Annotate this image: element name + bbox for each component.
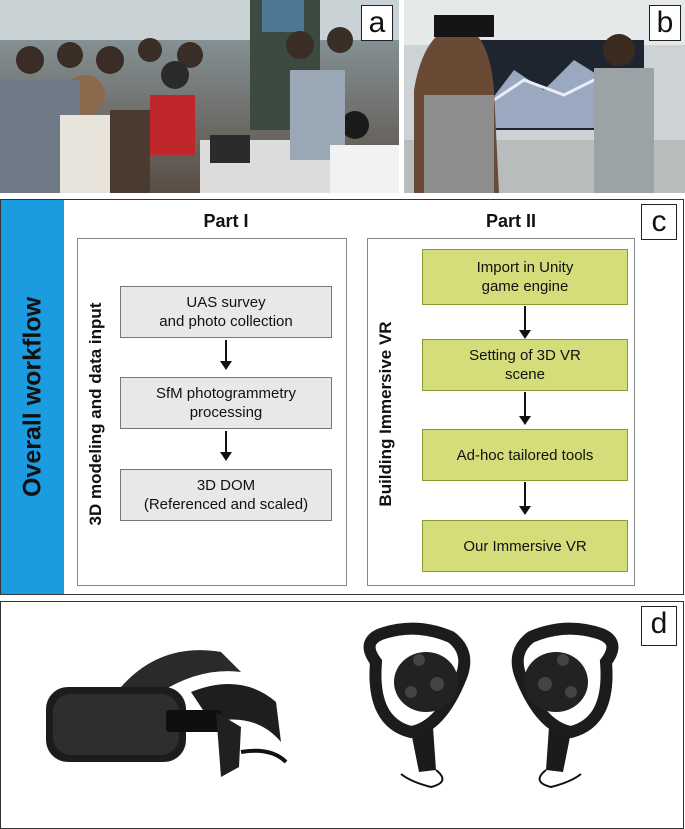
- part1-step-1: UAS survey and photo collection: [120, 286, 332, 338]
- step-text: 3D DOM: [196, 477, 256, 494]
- part1-step-3: 3D DOM (Referenced and scaled): [120, 469, 332, 521]
- step-text: (Referenced and scaled): [143, 496, 309, 513]
- right-controller-icon: [511, 622, 619, 789]
- step-text: Ad-hoc tailored tools: [456, 446, 594, 464]
- part1-title: Part I: [203, 211, 249, 231]
- step-text: UAS survey: [186, 294, 266, 311]
- step-text: Setting of 3D VR: [469, 347, 581, 364]
- part2-box: Building Immersive VR Import in Unity ga…: [367, 238, 635, 586]
- part2-title: Part II: [485, 211, 537, 231]
- part1-step-2: SfM photogrammetry processing: [120, 377, 332, 429]
- part2-side-label: Building Immersive VR: [376, 321, 395, 507]
- part2-step-3: Ad-hoc tailored tools: [422, 429, 628, 481]
- flow-arrow: [220, 340, 232, 370]
- step-text: Import in Unity: [476, 259, 574, 276]
- step-text: game engine: [481, 278, 569, 295]
- panel-letter-d: d: [641, 606, 677, 646]
- workflow-panel: Overall workflow c Part I 3D modeling an…: [0, 199, 684, 595]
- crowd-photo: [0, 0, 399, 193]
- step-text: Our Immersive VR: [463, 537, 587, 555]
- workflow-title: Overall workflow: [18, 296, 46, 498]
- panel-letter-b: b: [649, 5, 681, 41]
- photo-panel-b: b: [404, 0, 685, 193]
- step-text: and photo collection: [159, 313, 293, 330]
- flow-arrow: [519, 306, 531, 339]
- part2-step-2: Setting of 3D VR scene: [422, 339, 628, 391]
- hardware-panel: d: [0, 601, 684, 829]
- flow-arrow: [220, 431, 232, 461]
- part1-box: 3D modeling and data input UAS survey an…: [77, 238, 347, 586]
- flow-arrow: [519, 392, 531, 425]
- panel-letter-c: c: [641, 204, 677, 240]
- panel-letter-a: a: [361, 5, 393, 41]
- step-text: SfM photogrammetry: [155, 385, 297, 402]
- left-controller-icon: [363, 622, 471, 789]
- part2-step-1: Import in Unity game engine: [422, 249, 628, 305]
- photo-panel-a: a: [0, 0, 399, 193]
- part2-step-4: Our Immersive VR: [422, 520, 628, 572]
- step-text: processing: [189, 404, 263, 421]
- workflow-side-bar: Overall workflow: [1, 200, 64, 594]
- part1-side-label: 3D modeling and data input: [86, 302, 105, 526]
- flow-arrow: [519, 482, 531, 515]
- vr-headset-icon: [46, 650, 288, 777]
- vr-demo-photo: [404, 0, 685, 193]
- step-text: scene: [504, 366, 545, 383]
